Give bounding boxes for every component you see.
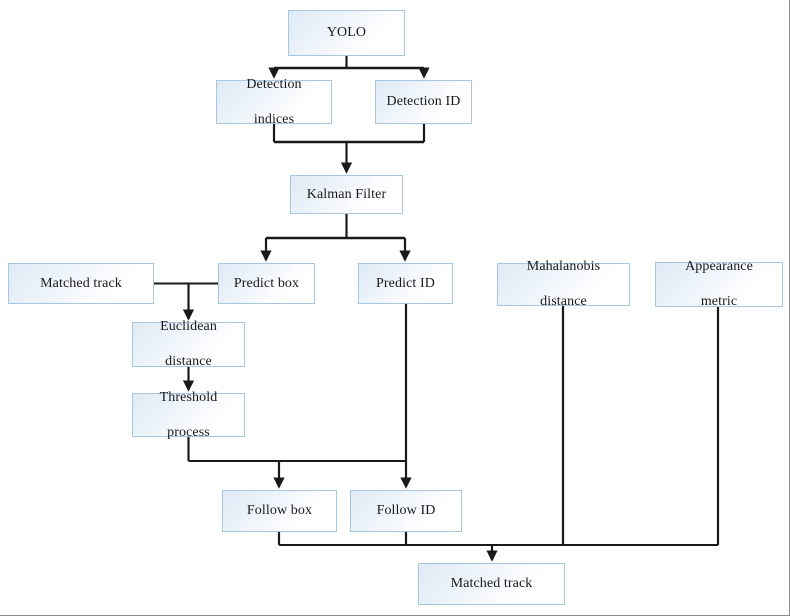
node-appearance-metric-label: Appearance metric xyxy=(677,258,761,311)
node-matched-track-output[interactable]: Matched track xyxy=(418,563,565,605)
node-predict-box-label: Predict box xyxy=(233,275,300,291)
node-yolo-label: YOLO xyxy=(326,25,367,41)
node-euclidean-line1: Euclidean xyxy=(160,319,217,335)
node-mahalanobis-line1: Mahalanobis xyxy=(526,259,601,275)
node-mahalanobis-distance-label: Mahalanobis distance xyxy=(519,258,608,311)
node-detection-indices[interactable]: Detection indices xyxy=(216,77,332,127)
node-threshold-process[interactable]: Threshold process xyxy=(132,390,245,440)
node-follow-id-label: Follow ID xyxy=(376,503,436,519)
node-predict-box[interactable]: Predict box xyxy=(218,263,315,304)
node-matched-track-output-label: Matched track xyxy=(450,576,533,592)
node-appearance-line1: Appearance xyxy=(685,259,753,275)
node-predict-id-label: Predict ID xyxy=(376,275,435,291)
node-mahalanobis-distance[interactable]: Mahalanobis distance xyxy=(497,259,630,309)
node-euclidean-line2: distance xyxy=(165,354,212,370)
node-appearance-metric[interactable]: Appearance metric xyxy=(655,259,783,309)
node-euclidean-distance-label: Euclidean distance xyxy=(152,318,225,371)
node-euclidean-distance[interactable]: Euclidean distance xyxy=(132,319,245,369)
node-threshold-line2: process xyxy=(167,424,210,440)
node-follow-id[interactable]: Follow ID xyxy=(350,490,462,532)
node-appearance-line2: metric xyxy=(700,294,738,310)
node-matched-track-input-label: Matched track xyxy=(40,275,122,291)
node-follow-box[interactable]: Follow box xyxy=(222,490,337,532)
node-threshold-line1: Threshold xyxy=(159,389,218,405)
node-detection-id-label: Detection ID xyxy=(386,94,461,110)
node-detection-id[interactable]: Detection ID xyxy=(375,80,472,124)
node-detection-indices-line2: indices xyxy=(253,111,295,127)
node-predict-id[interactable]: Predict ID xyxy=(358,263,453,304)
node-matched-track-input[interactable]: Matched track xyxy=(8,263,154,304)
node-detection-indices-label: Detection indices xyxy=(238,76,309,129)
node-mahalanobis-line2: distance xyxy=(540,294,587,310)
node-kalman-filter-label: Kalman Filter xyxy=(306,186,387,202)
node-kalman-filter[interactable]: Kalman Filter xyxy=(290,175,403,214)
node-threshold-process-label: Threshold process xyxy=(152,389,226,442)
node-follow-box-label: Follow box xyxy=(246,503,313,519)
node-yolo[interactable]: YOLO xyxy=(288,10,405,56)
node-detection-indices-line1: Detection xyxy=(246,76,302,92)
